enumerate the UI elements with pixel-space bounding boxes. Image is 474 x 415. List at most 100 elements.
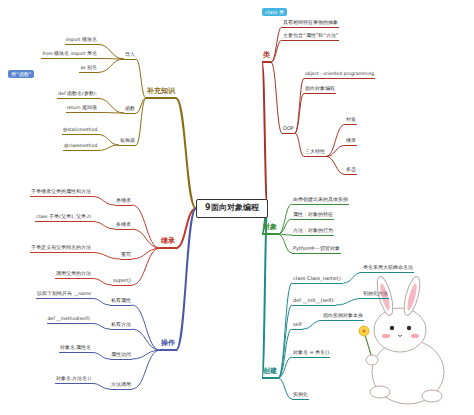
branch-line xyxy=(92,252,120,259)
topic-text: import 模块名 xyxy=(66,38,97,43)
topic-text: 初始化方法 xyxy=(363,292,388,297)
branch-connector xyxy=(271,62,282,133)
note-tag: class 类 xyxy=(262,8,287,16)
branch-line xyxy=(278,378,292,399)
branch-connector xyxy=(98,112,124,114)
branch-connector xyxy=(98,98,124,113)
branch-connector xyxy=(326,145,345,156)
sub-topic: from 模块名 import 类名 xyxy=(41,52,98,59)
branch-line xyxy=(92,196,115,205)
branch-line xyxy=(98,98,124,113)
branch-connector xyxy=(271,40,282,62)
topic-text: 函数 xyxy=(125,106,135,112)
sub-topic: class 子类(父类1, 父类2) xyxy=(35,215,92,222)
branch-connector xyxy=(92,352,110,359)
branch-line xyxy=(271,62,282,133)
sub-topic: 方法调用 xyxy=(110,382,132,390)
topic-text: 单继承 xyxy=(116,198,131,204)
topic-text: from 模块名 import 类名 xyxy=(42,52,97,57)
branch-line xyxy=(336,298,362,305)
branch-connector xyxy=(278,234,292,253)
topic-text: 导入 xyxy=(125,52,135,58)
topic-text: 面向对象编程 xyxy=(305,87,335,92)
topic-text: 封装 xyxy=(346,118,356,123)
branch-line xyxy=(271,27,282,62)
topic-text: 调用父类的方法 xyxy=(56,272,91,277)
branch-connector xyxy=(278,329,292,378)
sub-topic: 调用父类的方法 xyxy=(55,272,92,279)
branch-line xyxy=(92,298,110,305)
sub-topic: 重写 xyxy=(120,252,132,260)
topic-text: def __method(self): xyxy=(48,317,92,322)
topic-text: 子类继承父类的属性和方法 xyxy=(31,190,91,195)
sub-topic: 实例化 xyxy=(292,392,309,400)
sub-topic: 多态 xyxy=(345,168,357,175)
branch-line xyxy=(132,229,160,248)
topic-text: 多态 xyxy=(346,168,356,173)
sub-topic: import 模块名 xyxy=(65,38,98,45)
branch-connector xyxy=(278,283,292,378)
branch-connector xyxy=(278,219,292,234)
note-tag: 用“函数” xyxy=(8,70,34,78)
sub-topic: 导入 xyxy=(124,52,136,60)
branch-connector xyxy=(278,305,292,378)
sub-topic: def __method(self): xyxy=(47,317,93,324)
sub-topic: @classmethod xyxy=(63,144,98,151)
branch-connector xyxy=(295,93,304,133)
branch-line xyxy=(132,350,160,389)
branch-line xyxy=(262,62,268,208)
branch-connector xyxy=(271,27,282,62)
branch-line xyxy=(326,145,345,156)
topic-text: 属性：对象的特征 xyxy=(293,212,333,218)
branch-connector xyxy=(92,278,112,285)
topic-text: 由类创建出来的具体实例 xyxy=(293,197,348,203)
branch-line xyxy=(295,78,304,133)
topic-text: 以双下划线开头 __name xyxy=(37,292,91,297)
topic-text: 对象名.属性名 xyxy=(60,346,91,351)
topic-text: 操作 xyxy=(161,340,175,348)
branch-line xyxy=(132,248,160,285)
branch-line xyxy=(278,283,292,378)
branch-connector xyxy=(303,320,322,329)
branch-line xyxy=(176,98,196,208)
branch-connector xyxy=(132,329,160,350)
sub-topic: 属性：对象的特征 xyxy=(292,212,334,220)
branch-line xyxy=(92,278,112,285)
branch-line xyxy=(92,352,110,359)
topic-text: 对象名 = 类名() xyxy=(293,350,329,356)
sub-topic: 多继承 xyxy=(115,222,132,230)
sub-topic: 对象名.属性名 xyxy=(59,346,92,353)
topic-text: def 函数名(参数): xyxy=(58,92,97,97)
branch-connector xyxy=(176,208,196,350)
branch-connector xyxy=(98,59,124,72)
branch-connector xyxy=(136,98,146,145)
topic-text: 实例化 xyxy=(293,392,308,398)
branch-connector xyxy=(336,298,362,305)
branch-line xyxy=(132,305,160,350)
sub-topic: 以双下划线开头 __name xyxy=(36,292,92,299)
branch-connector xyxy=(132,205,160,248)
branch-line xyxy=(98,145,119,150)
branch-line xyxy=(271,40,282,62)
topic-text: 重写 xyxy=(121,252,131,258)
branch-line xyxy=(278,305,292,378)
topic-text: Python中一切皆对象 xyxy=(293,246,340,252)
topic-text: 具有相同特征事物的抽象 xyxy=(283,20,338,26)
topic-text: 继承 xyxy=(346,139,356,144)
branch-line xyxy=(176,208,196,350)
branch-line xyxy=(132,205,160,248)
sub-topic: @staticmethod xyxy=(62,128,98,135)
sub-topic: class Class_name(): xyxy=(292,276,343,284)
branch-connector xyxy=(343,272,362,283)
sub-topic: 装饰器 xyxy=(119,138,136,146)
sub-topic: Python中一切皆对象 xyxy=(292,246,341,254)
sub-topic: 初始化方法 xyxy=(362,292,389,299)
branch-connector xyxy=(326,156,345,174)
sub-topic: 私有属性 xyxy=(110,298,132,306)
topic-text: 三大特性 xyxy=(305,150,325,155)
branch-line xyxy=(92,323,110,329)
branch-line xyxy=(303,320,322,329)
topic-text: 属性访问 xyxy=(111,352,131,358)
branch-line xyxy=(278,204,292,234)
topic-text: 9面向对象编程 xyxy=(205,204,259,213)
